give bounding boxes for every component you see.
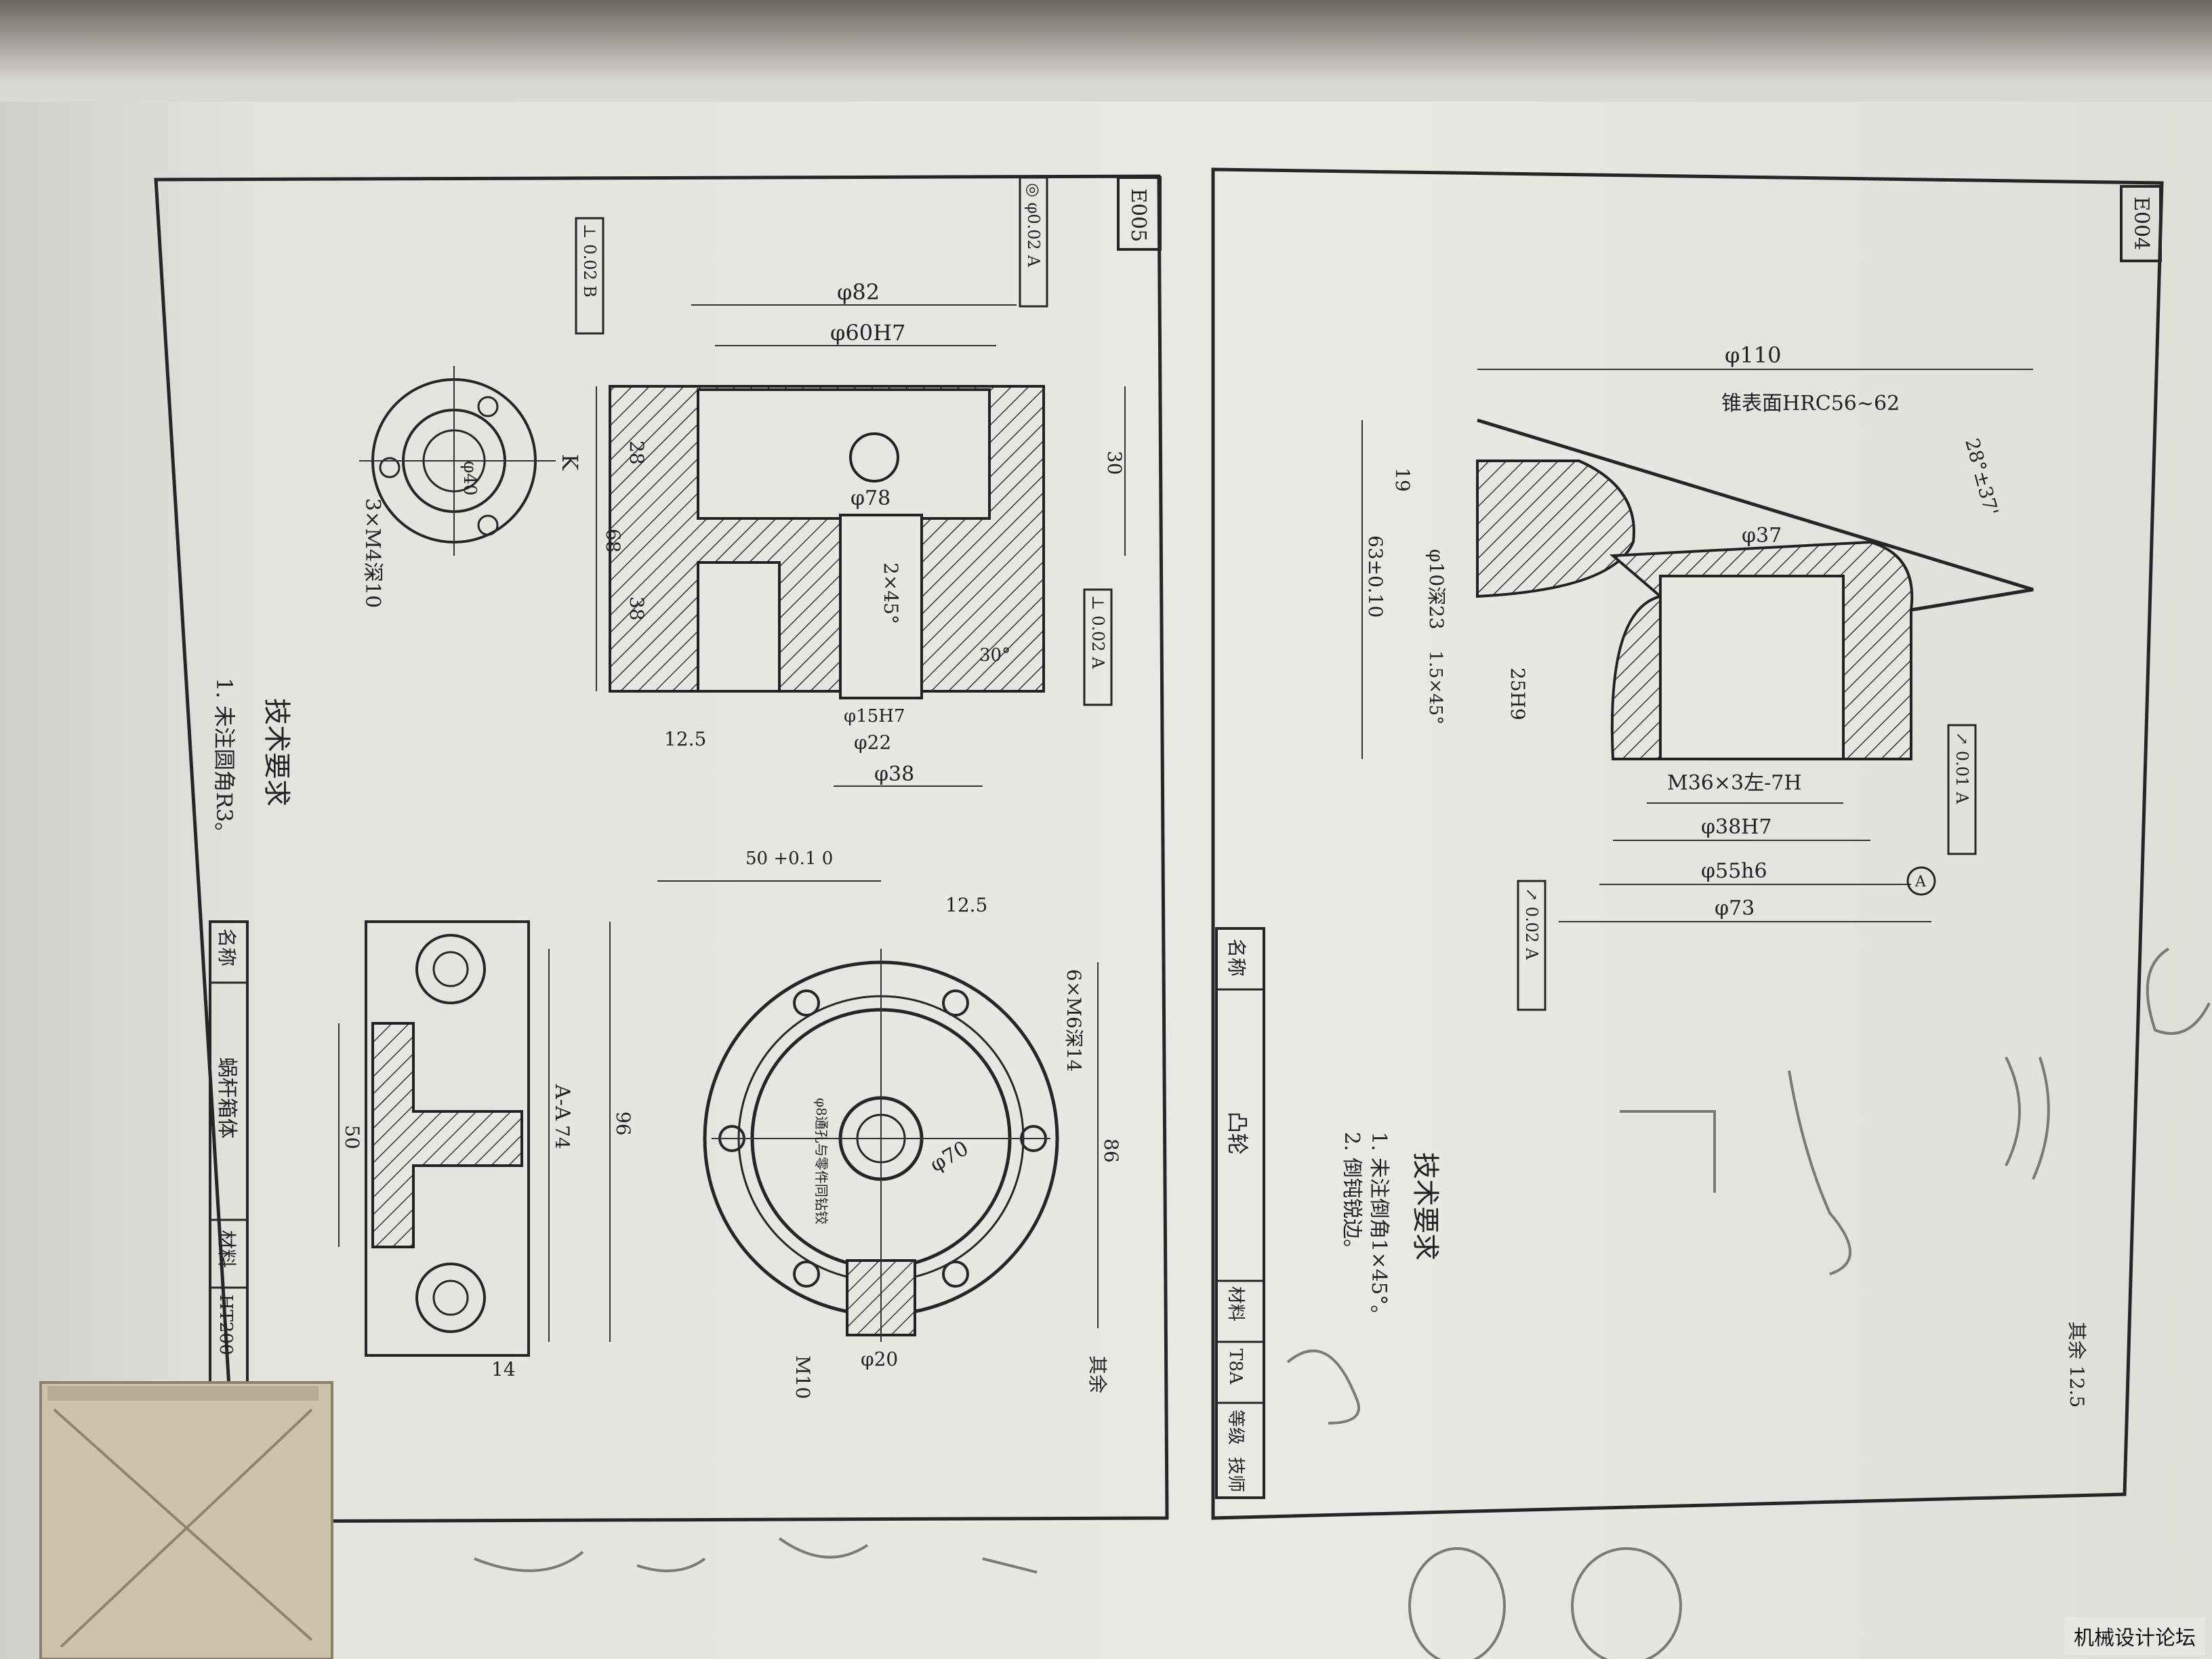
left-name-label: 名称 [216, 928, 238, 966]
top-view-circle: φ40 3×M4深10 K [359, 366, 583, 608]
thread-note-1: 3×M4深10 [361, 498, 384, 608]
chamfer-2x45: 2×45° [880, 562, 902, 624]
dim-25h9: 25H9 [1507, 668, 1529, 720]
right-material-value: T8A [1225, 1349, 1246, 1385]
dim-phi37: φ37 [1742, 524, 1782, 548]
inner-note: φ8通孔与零件同钻铰 [813, 1098, 830, 1225]
section-a-a: 50 74 A-A 14 [338, 920, 574, 1380]
dim-28: 28 [626, 441, 648, 465]
fit-dim-50: 50 +0.1 0 [745, 848, 833, 869]
cam-section: φ110 锥表面HRC56~62 28°±37' φ37 φ10深23 63±0… [1361, 342, 2034, 1011]
left-name-value: 蜗杆箱体 [215, 1057, 239, 1139]
dim-chamfer: 1.5×45° [1425, 651, 1446, 724]
dim-phi55h6: φ55h6 [1701, 859, 1767, 883]
angle-note: 28°±37' [1961, 436, 2003, 518]
dim-63: 63±0.10 [1364, 535, 1387, 617]
left-tech-item-1: 1. 未注圆角R3。 [211, 678, 237, 844]
right-name-value: 凸轮 [1225, 1111, 1250, 1155]
watermark: 机械设计论坛 [2064, 1617, 2205, 1655]
dim-68: 68 [602, 529, 624, 553]
left-material-value: HT200 [216, 1294, 236, 1355]
right-tech-item-1: 1. 未注倒角1×45°。 [1367, 1132, 1391, 1326]
flange-view: φ70 6×M6深14 φ8通孔与零件同钻铰 86 96 50 +0.1 0 φ… [609, 848, 1122, 1399]
dim-74: 74 [551, 1125, 573, 1149]
dim-phi78: φ78 [851, 487, 890, 510]
dim-phi110: φ110 [1725, 342, 1781, 368]
left-tech-title: 技术要求 [261, 698, 292, 806]
runout-001: ↗ 0.01 A [1952, 732, 1971, 804]
section-label: A-A [550, 1084, 574, 1121]
dim-96: 96 [612, 1111, 634, 1136]
pencil-marks [474, 947, 2211, 1659]
angle-30: 30° [979, 645, 1010, 665]
roughness-flange: 12.5 [945, 894, 987, 916]
dim-phi20: φ20 [861, 1348, 898, 1370]
dim-phi60h7: φ60H7 [830, 320, 905, 346]
surface-note: 锥表面HRC56~62 [1721, 392, 1900, 415]
dim-phi70: φ70 [926, 1136, 973, 1177]
right-grade-label: 等级 [1225, 1410, 1246, 1445]
wooden-block [39, 1381, 333, 1659]
dim-phi73: φ73 [1715, 897, 1755, 920]
right-tech-title: 技术要求 [1410, 1152, 1441, 1261]
thread-note-2: 6×M6深14 [1063, 969, 1085, 1071]
dim-14: 14 [491, 1358, 516, 1380]
dim-19: 19 [1391, 468, 1414, 492]
tol-frame-a: ⊥ 0.02 A [1088, 595, 1107, 669]
dim-phi82: φ82 [837, 279, 880, 305]
dim-38: 38 [626, 596, 648, 621]
paper-page [0, 102, 2212, 1659]
dim-phi38: φ38 [874, 762, 914, 786]
dim-50: 50 [341, 1125, 363, 1149]
dim-30: 30 [1103, 451, 1126, 475]
thread-m36: M36×3左-7H [1667, 771, 1802, 795]
tol-frame-concentric: ◎ φ0.02 A [1024, 183, 1043, 267]
right-tech-item-2: 2. 倒钝锐边。 [1340, 1132, 1364, 1259]
dim-phi38h7: φ38H7 [1701, 815, 1771, 839]
left-material-label: 材料 [216, 1230, 238, 1268]
right-title-block: 名称 凸轮 材料 T8A 等级 技师 [1215, 927, 1265, 1499]
datum-a: A [1914, 874, 1927, 890]
runout-002: ↗ 0.02 A [1522, 888, 1541, 960]
tol-frame-b: ⊥ 0.02 B [580, 224, 599, 298]
roughness-12-5: 12.5 [664, 728, 706, 750]
dim-86: 86 [1100, 1139, 1122, 1163]
right-material-label: 材料 [1225, 1286, 1246, 1322]
sheet-left: E005 φ40 3×M4深10 K [154, 174, 1169, 1523]
left-drawing-no: E005 [1126, 188, 1150, 242]
right-grade-value: 技师 [1225, 1457, 1246, 1492]
main-section-view: φ82 φ60H7 φ78 φ15H7 φ22 φ38 28 68 38 30 … [575, 176, 1126, 787]
view-label-k: K [557, 454, 583, 471]
left-others-roughness: 其余 [1086, 1355, 1109, 1393]
dim-phi40: φ40 [459, 461, 480, 495]
thread-note-3: M10 [792, 1355, 814, 1399]
left-title-block: 名称 蜗杆箱体 材料 HT200 [209, 920, 249, 1397]
dim-phi22: φ22 [854, 731, 891, 754]
right-others-roughness: 其余 12.5 [2066, 1322, 2088, 1408]
dim-phi15h7: φ15H7 [844, 706, 905, 726]
dim-phi10-deep: φ10深23 [1425, 549, 1448, 630]
right-drawing-no: E004 [2129, 197, 2153, 250]
sheet-right: E004 φ110 锥表面HRC56~62 28°±37' φ37 φ10深23… [1211, 167, 2164, 1520]
right-name-label: 名称 [1225, 939, 1248, 977]
